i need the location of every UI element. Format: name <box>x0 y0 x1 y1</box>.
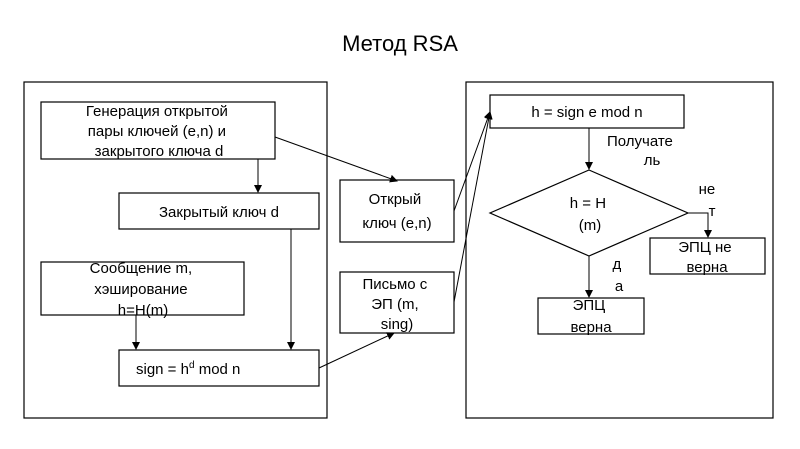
sign-formula-text: sign = hd mod n <box>136 360 240 378</box>
valid-line: верна <box>570 319 612 336</box>
message-line: Сообщение m, <box>90 260 192 277</box>
keygen-box <box>40 101 276 160</box>
keygen-text: Генерация открытой пары ключей (e,n) и з… <box>86 103 232 160</box>
keygen-line: пары ключей (e,n) и <box>88 123 226 140</box>
valid-line: ЭПЦ <box>573 297 606 314</box>
receiver-label-line: ль <box>644 152 661 169</box>
message-line: хэширование <box>94 281 187 298</box>
no-branch-label-line: т <box>709 203 716 220</box>
signed-letter-line: ЭП (m, <box>371 296 418 313</box>
receiver-label-line: Получате <box>607 133 673 150</box>
sign-formula-exponent: d <box>189 360 195 371</box>
diagram-title: Метод RSA <box>342 31 458 56</box>
signed-letter-line: sing) <box>381 316 414 333</box>
no-branch-label: не т <box>699 181 720 220</box>
message-line: h=H(m) <box>118 302 168 319</box>
public-key-line: ключ (e,n) <box>362 215 431 232</box>
valid-text: ЭПЦ верна <box>570 297 612 336</box>
keygen-line: Генерация открытой <box>86 103 228 120</box>
yes-branch-label-line: а <box>615 278 624 295</box>
sign-box <box>118 349 320 387</box>
sign-formula-prefix: sign = h <box>136 361 189 378</box>
decision-text: h = H (m) <box>570 195 610 234</box>
receiver-label: Получате ль <box>607 133 677 169</box>
edge-sign-to-letter <box>318 332 395 369</box>
decision-line: h = H <box>570 195 606 212</box>
signed-letter-line: Письмо с <box>363 276 428 293</box>
valid-box <box>537 297 645 335</box>
invalid-text: ЭПЦ не верна <box>678 239 736 276</box>
yes-branch-label: д а <box>613 256 626 295</box>
private-key-line: Закрытый ключ d <box>159 204 279 221</box>
invalid-box <box>649 237 766 275</box>
private-key-box <box>118 192 320 230</box>
sign-formula-suffix: mod n <box>195 361 241 378</box>
message-text: Сообщение m, хэширование h=H(m) <box>90 260 197 319</box>
public-key-box <box>339 179 455 243</box>
edge-public-to-verify <box>453 111 492 212</box>
keygen-line: закрытого ключа d <box>95 143 224 160</box>
public-key-line: Открый <box>369 191 422 208</box>
decision-line: (m) <box>579 217 602 234</box>
verify-text: h = sign e mod n <box>531 104 642 121</box>
private-key-text: Закрытый ключ d <box>159 204 279 221</box>
edge-keygen-to-public <box>274 136 398 183</box>
verify-line: h = sign e mod n <box>531 104 642 121</box>
public-key-text: Открый ключ (e,n) <box>362 191 431 232</box>
edge-decision-to-invalid <box>688 212 712 238</box>
invalid-line: верна <box>686 259 728 276</box>
no-branch-label-line: не <box>699 181 716 198</box>
yes-branch-label-line: д <box>613 256 622 273</box>
message-box <box>40 261 245 316</box>
signed-letter-text: Письмо с ЭП (m, sing) <box>363 276 432 333</box>
invalid-line: ЭПЦ не <box>678 239 731 256</box>
edge-letter-to-verify <box>453 111 493 303</box>
signed-letter-box <box>339 271 455 334</box>
